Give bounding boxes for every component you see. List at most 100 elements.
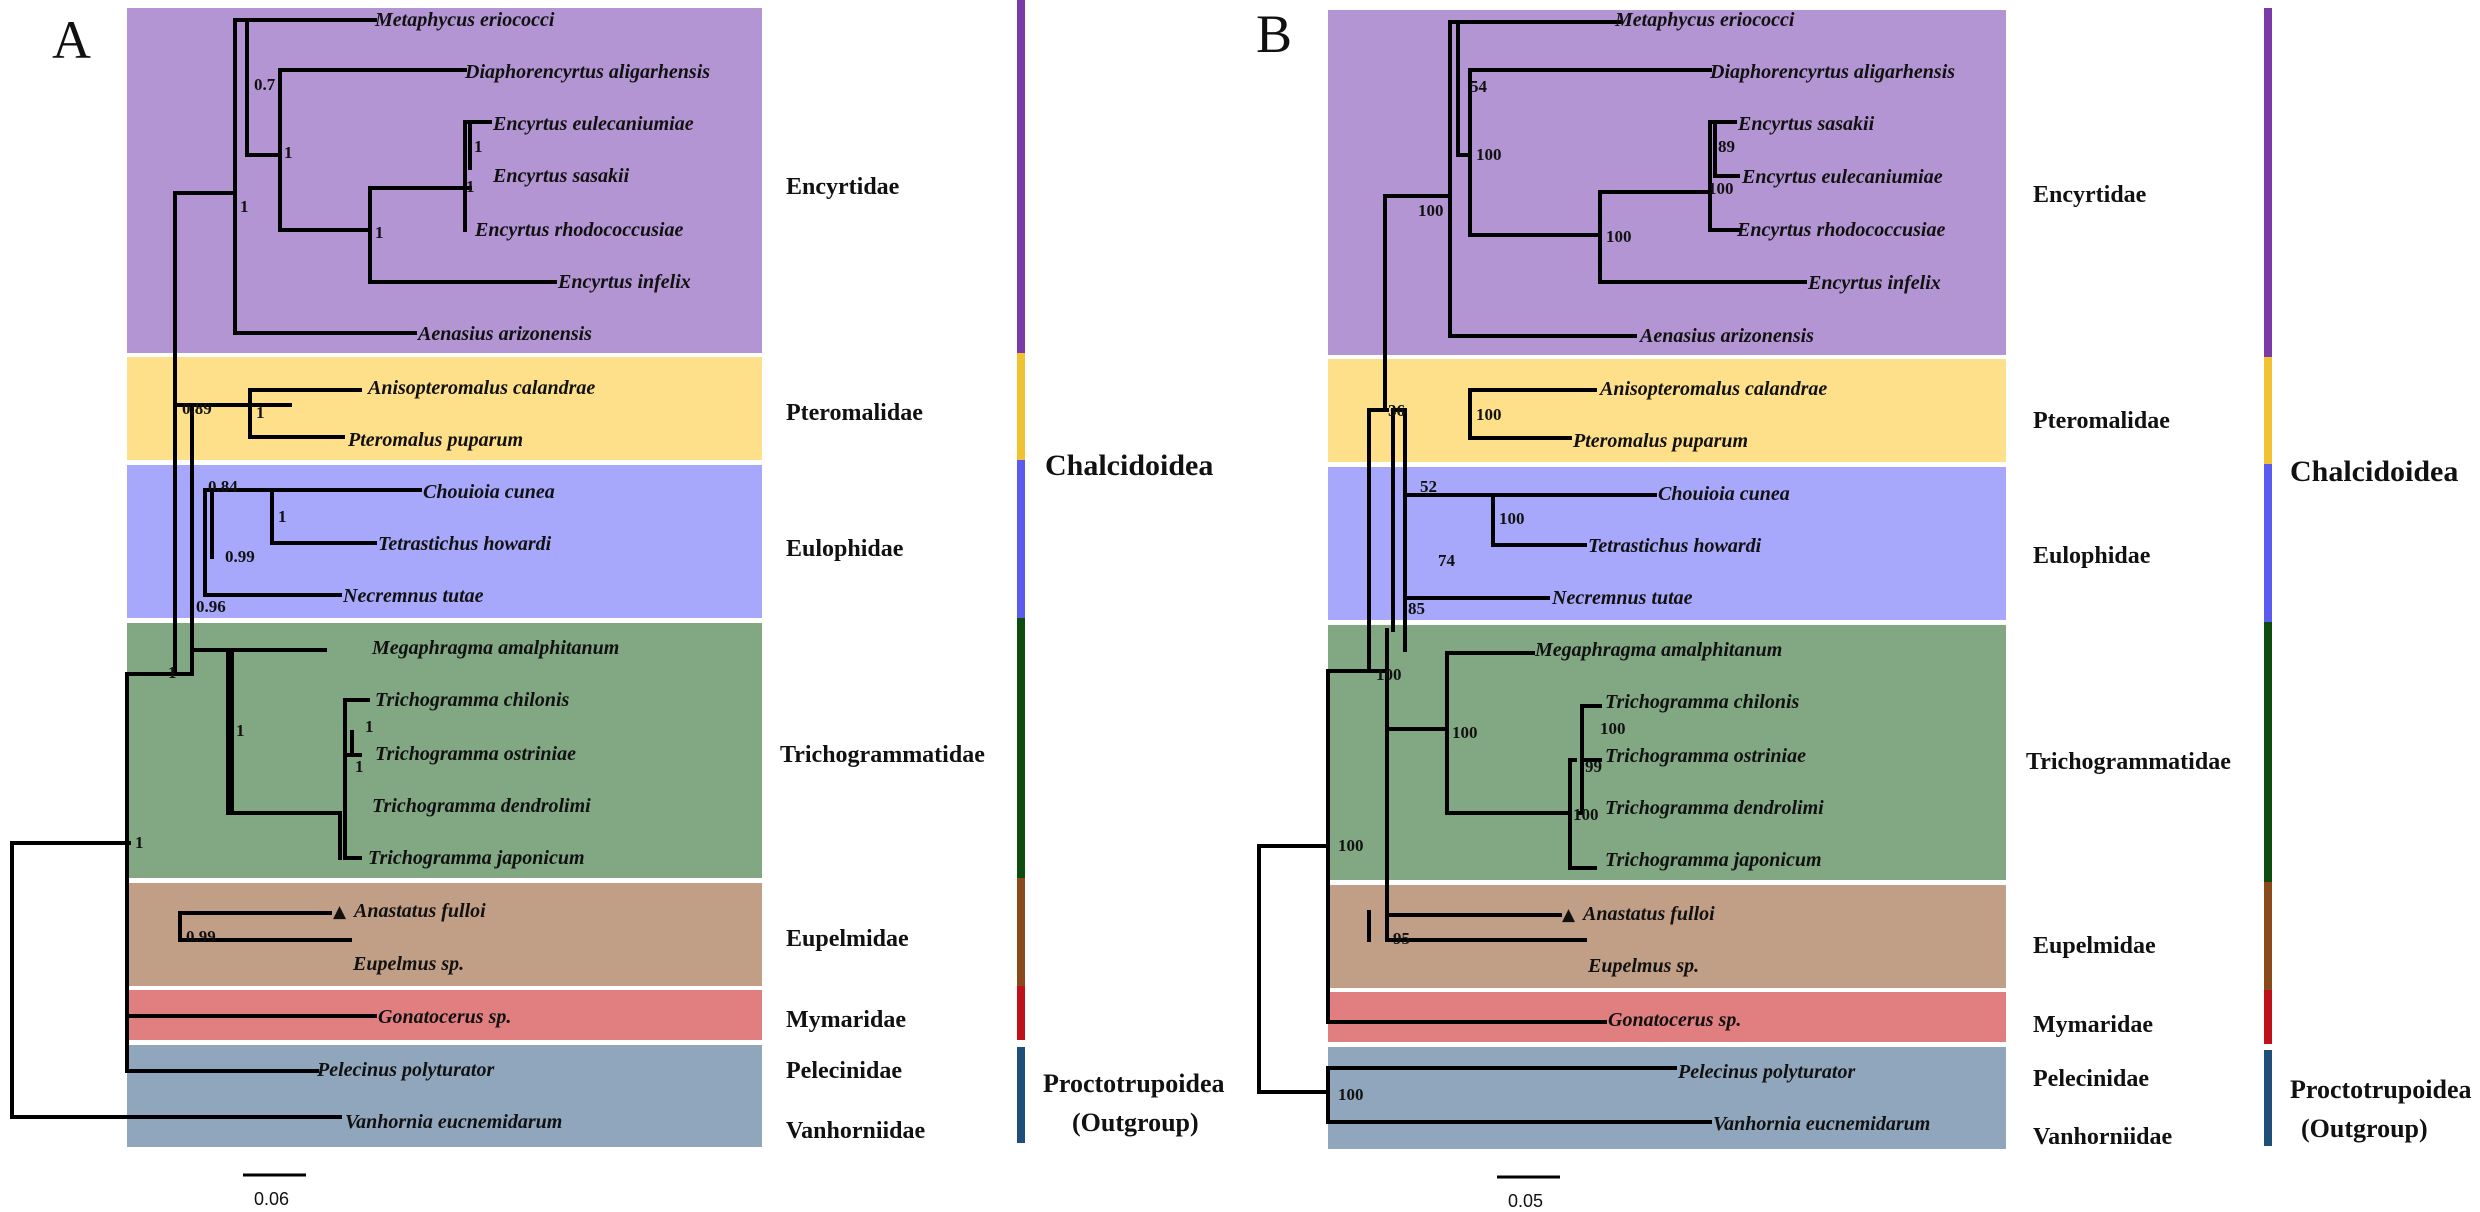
family-label-vanhorniidae: Vanhorniidae — [786, 1118, 926, 1144]
tip-label: Trichogramma dendrolimi — [372, 795, 591, 817]
bar-mymaridae-b — [2264, 990, 2272, 1044]
family-label-eulophidae: Eulophidae — [2033, 543, 2151, 569]
bar-eulophidae-a — [1017, 460, 1025, 618]
bar-mymaridae-a — [1017, 986, 1025, 1040]
tip-label: Encyrtus sasakii — [1737, 113, 1875, 135]
panel-a: Metaphycus eriococci Diaphorencyrtus ali… — [10, 0, 1225, 1209]
superfamily-label-proctotrupoidea-b: Proctotrupoidea — [2290, 1075, 2472, 1104]
family-box-eulophidae-b — [1328, 467, 2006, 620]
superfamily-bars-b — [2264, 8, 2272, 1146]
family-label-encyrtidae: Encyrtidae — [786, 174, 900, 200]
support-value: 1 — [466, 177, 475, 196]
support-value: 85 — [1408, 599, 1425, 618]
support-value: 1 — [236, 721, 245, 740]
panel-b: Metaphycus eriococci Diaphorencyrtus ali… — [1256, 4, 2472, 1211]
support-value: 89 — [1718, 137, 1735, 156]
support-value: 100 — [1376, 665, 1402, 684]
family-box-pteromalidae-a — [127, 357, 762, 460]
support-value: 0.96 — [196, 597, 226, 616]
tip-label: Encyrtus infelix — [557, 271, 691, 293]
outgroup-label-b: (Outgroup) — [2301, 1114, 2428, 1143]
tree-branches-b — [1257, 20, 1807, 1124]
support-value: 100 — [1338, 1085, 1364, 1104]
tip-label: Encyrtus eulecaniumiae — [1741, 166, 1943, 188]
tip-label: Tetrastichus howardi — [378, 533, 552, 555]
tip-label: Gonatocerus sp. — [1608, 1009, 1741, 1031]
support-value: 74 — [1438, 551, 1456, 570]
support-value: 1 — [284, 143, 293, 162]
scale-bar-label-a: 0.06 — [254, 1189, 289, 1209]
superfamily-label-chalcidoidea-b: Chalcidoidea — [2290, 455, 2458, 488]
family-box-encyrtidae-a — [127, 8, 762, 353]
family-box-eupelmidae-a — [127, 883, 762, 986]
family-label-encyrtidae: Encyrtidae — [2033, 182, 2147, 208]
tip-label: Diaphorencyrtus aligarhensis — [1709, 61, 1955, 83]
support-value: 99 — [1585, 757, 1602, 776]
tip-label: Aenasius arizonensis — [416, 323, 592, 345]
support-value: 100 — [1600, 719, 1626, 738]
family-box-mymaridae-b — [1328, 992, 2006, 1042]
tip-label: Encyrtus sasakii — [492, 165, 630, 187]
tip-label: Anastatus fulloi — [1581, 903, 1715, 925]
tip-label: Tetrastichus howardi — [1588, 535, 1762, 557]
tip-label: Eupelmus sp. — [1587, 955, 1699, 977]
family-box-trichogrammatidae-b — [1328, 625, 2006, 880]
bar-eupelmidae-a — [1017, 878, 1025, 986]
tip-label: Diaphorencyrtus aligarhensis — [464, 61, 710, 83]
bar-eulophidae-b — [2264, 464, 2272, 622]
tip-label: Chouioia cunea — [1658, 483, 1790, 505]
support-value: 1 — [355, 757, 364, 776]
tip-label: Anisopteromalus calandrae — [366, 377, 595, 399]
tip-label: Pelecinus polyturator — [1677, 1061, 1855, 1083]
tip-label: Megaphragma amalphitanum — [1534, 639, 1782, 661]
tip-label: Vanhornia eucnemidarum — [1713, 1113, 1930, 1135]
tip-labels-a: Metaphycus eriococci Diaphorencyrtus ali… — [316, 9, 710, 1133]
tip-label: Pteromalus puparum — [347, 429, 523, 451]
panel-label-a: A — [52, 10, 91, 70]
support-value: 100 — [1452, 723, 1478, 742]
family-label-trichogrammatidae: Trichogrammatidae — [2026, 749, 2231, 775]
bar-trichogrammatidae-b — [2264, 622, 2272, 882]
family-label-eupelmidae: Eupelmidae — [786, 926, 909, 952]
superfamily-label-chalcidoidea-a: Chalcidoidea — [1045, 449, 1213, 482]
support-value: 1 — [375, 223, 384, 242]
tree-branches-a — [10, 18, 557, 1119]
support-value: 1 — [256, 403, 265, 422]
tip-label: Chouioia cunea — [423, 481, 555, 503]
bar-pteromalidae-a — [1017, 353, 1025, 460]
support-value: 100 — [1338, 836, 1364, 855]
support-value: 100 — [1476, 405, 1502, 424]
tip-label: Encyrtus rhodococcusiae — [474, 219, 683, 241]
tip-label: Gonatocerus sp. — [378, 1006, 511, 1028]
tip-label: Vanhornia eucnemidarum — [345, 1111, 562, 1133]
tip-label: Encyrtus infelix — [1807, 272, 1941, 294]
tip-label: Necremnus tutae — [1551, 587, 1693, 609]
tip-label: Megaphragma amalphitanum — [371, 637, 619, 659]
family-label-pteromalidae: Pteromalidae — [2033, 408, 2170, 434]
support-value: 0.7 — [254, 75, 276, 94]
support-value: 100 — [1476, 145, 1502, 164]
support-value: 1 — [135, 833, 144, 852]
family-labels-b: Encyrtidae Pteromalidae Eulophidae Trich… — [2026, 182, 2231, 1150]
tip-label: Trichogramma chilonis — [1605, 691, 1800, 713]
tip-label: Encyrtus rhodococcusiae — [1736, 219, 1945, 241]
support-value: 100 — [1708, 179, 1734, 198]
bar-encyrtidae-b — [2264, 8, 2272, 357]
support-value: 100 — [1573, 805, 1599, 824]
support-value: 1 — [474, 137, 483, 156]
tip-label: Trichogramma chilonis — [375, 689, 570, 711]
taxon-marker: ▲ — [333, 902, 347, 922]
scale-bar-label-b: 0.05 — [1508, 1191, 1543, 1211]
family-box-encyrtidae-b — [1328, 10, 2006, 355]
tip-label: Anisopteromalus calandrae — [1598, 378, 1827, 400]
family-label-eulophidae: Eulophidae — [786, 536, 904, 562]
support-value: 36 — [1388, 401, 1405, 420]
support-value: 0.89 — [182, 399, 212, 418]
family-box-eupelmidae-b — [1328, 885, 2006, 988]
superfamily-label-proctotrupoidea-a: Proctotrupoidea — [1043, 1069, 1225, 1098]
tip-label: Trichogramma japonicum — [368, 847, 585, 869]
family-label-eupelmidae: Eupelmidae — [2033, 933, 2156, 959]
family-labels-a: Encyrtidae Pteromalidae Eulophidae Trich… — [780, 174, 985, 1144]
